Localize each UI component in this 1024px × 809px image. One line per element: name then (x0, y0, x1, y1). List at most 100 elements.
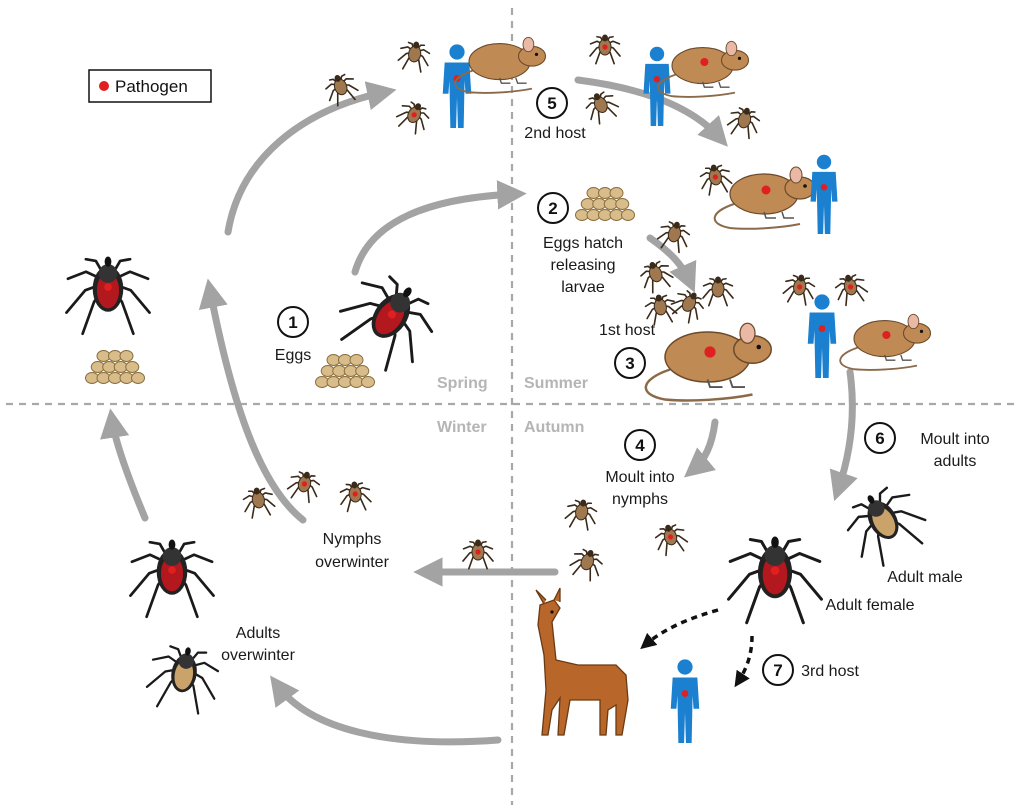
arrow-host-to-moult-nymphs (683, 418, 719, 478)
adult-female-label: Adult female (826, 597, 915, 614)
arrow-female-to-3rd-host (734, 635, 754, 688)
stage-3-label: 1st host (599, 322, 656, 339)
nymph-summer-mid-pathogen (712, 174, 718, 180)
overwinter-male-tick (145, 645, 220, 715)
mouse-2nd-host-left (454, 36, 547, 94)
stage-7-marker (762, 654, 794, 686)
female-tick-laying-pathogen (387, 310, 396, 319)
season-winter: Winter (437, 419, 487, 436)
nymph-summer-mid (699, 164, 733, 196)
mouse-summer-right-pathogen (882, 330, 891, 340)
larva-5 (702, 276, 734, 307)
stage-2-line-2: releasing (551, 257, 616, 274)
stage-5-label: 2nd host (524, 125, 586, 142)
nymph-top-3-pathogen (411, 112, 417, 118)
stage-1: 1 Eggs (275, 306, 311, 364)
human-2nd-host-right-pathogen (653, 75, 661, 83)
female-tick-left (65, 256, 151, 336)
stage-6-line-1: Moult into (920, 431, 989, 448)
nymph-top-3 (395, 101, 430, 135)
arrow-eggs-to-hatch (351, 180, 527, 276)
mouse-summer-mid-pathogen (761, 185, 771, 195)
adult-male-label: Adult male (887, 569, 963, 586)
nymph-top-5 (585, 91, 620, 125)
stage-1-label: Eggs (275, 347, 311, 364)
arrow-female-to-deer (640, 608, 719, 650)
stage-3-number: 3 (625, 354, 634, 373)
arrow-host-to-moult-adults (829, 368, 858, 502)
mouse-summer-right (839, 313, 932, 371)
adult-female-tick-pathogen (770, 566, 780, 575)
stage-2: 2 Eggs hatch releasing larvae (537, 192, 623, 296)
larva-4 (644, 294, 678, 326)
stage-6-marker (864, 422, 896, 454)
legend-pathogen-dot (99, 81, 109, 91)
deer-3rd-host (535, 587, 629, 736)
larva-1 (656, 221, 691, 254)
stage-4-line-1: Moult into (605, 469, 674, 486)
stage-2-number: 2 (548, 199, 557, 218)
nymph-autumn-3 (569, 548, 603, 582)
stage-4-line-2: nymphs (612, 491, 668, 508)
adults-overwinter-line-1: Adults (236, 625, 280, 642)
overwinter-female-tick (129, 539, 215, 619)
nymph-top-6 (726, 107, 761, 140)
nymph-winter-3-pathogen (352, 491, 358, 497)
stage-3-marker (614, 347, 646, 379)
adult-female-tick (727, 536, 823, 625)
stage-1-marker (277, 306, 309, 338)
tick-summer-right-1 (782, 274, 816, 306)
larva-3 (670, 290, 704, 324)
stage-4: 4 Moult into nymphs (605, 429, 675, 508)
arrow-adults-to-left (100, 408, 149, 522)
nymph-top-4 (589, 34, 621, 65)
mouse-summer-mid (713, 166, 816, 230)
arrow-outer-to-2nd-host (224, 81, 397, 236)
stage-4-number: 4 (635, 436, 645, 455)
nymph-autumn-4 (462, 539, 494, 570)
nymph-top-4-pathogen (602, 44, 608, 50)
legend-label: Pathogen (115, 77, 188, 96)
human-summer-mid (810, 154, 838, 234)
stage-5: 5 2nd host (524, 87, 586, 142)
season-autumn: Autumn (524, 419, 584, 436)
stage-2-marker (537, 192, 569, 224)
egg-pile-left (85, 350, 145, 384)
mouse-1st-host-pathogen (704, 346, 716, 358)
larva-2 (640, 260, 674, 294)
egg-pile-hatching (575, 187, 635, 221)
mouse-1st-host (644, 322, 772, 402)
stage-4-marker (624, 429, 656, 461)
stage-5-marker (536, 87, 568, 119)
nymph-winter-2-pathogen (301, 481, 308, 487)
mouse-2nd-host-right (657, 40, 750, 98)
nymph-autumn-2 (654, 524, 689, 557)
female-tick-left-pathogen (104, 283, 112, 291)
nymph-winter-3 (339, 481, 372, 513)
egg-pile-stage-1 (315, 354, 375, 388)
adults-overwinter-line-2: overwinter (221, 647, 295, 664)
arrow-overwinter-to-left (198, 278, 307, 524)
stage-2-line-1: Eggs hatch (543, 235, 623, 252)
overwinter-female-tick-pathogen (168, 566, 176, 574)
nymph-winter-1 (242, 487, 276, 519)
season-summer: Summer (524, 375, 588, 392)
tick-summer-right-2-pathogen (847, 284, 854, 290)
human-3rd-host (670, 659, 700, 743)
nymphs-overwinter-line-1: Nymphs (323, 531, 382, 548)
nymph-autumn-2-pathogen (667, 534, 674, 540)
nymph-top-2 (325, 73, 359, 107)
stage-3: 1st host 3 (599, 322, 656, 379)
season-spring: Spring (437, 375, 488, 392)
tick-summer-right-1-pathogen (797, 284, 803, 290)
stage-7-label: 3rd host (801, 663, 859, 680)
human-2nd-host-right (643, 46, 671, 126)
human-summer-right (807, 294, 837, 378)
adult-male-tick (846, 486, 927, 567)
mouse-2nd-host-right-pathogen (700, 57, 709, 67)
tick-summer-right-2 (834, 274, 869, 307)
human-summer-mid-pathogen (820, 183, 828, 191)
stage-2-line-3: larvae (561, 279, 605, 296)
female-tick-laying (338, 275, 434, 372)
